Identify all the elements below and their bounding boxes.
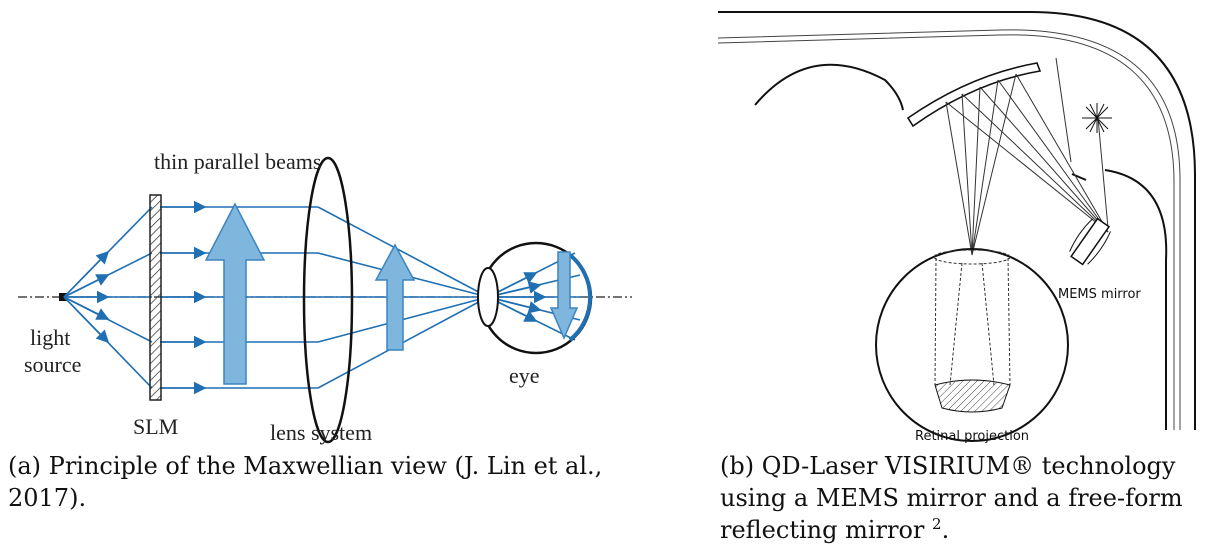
- frame-notch: [1071, 173, 1087, 181]
- projection-cone: [934, 257, 1011, 386]
- retinal-image: [934, 379, 1011, 413]
- glasses-frame-inner-2: [717, 34, 1175, 430]
- eye-lens: [477, 267, 499, 327]
- label-light: light: [30, 325, 70, 350]
- slm-plate: [149, 194, 162, 401]
- label-retinal-projection: Retinal projection: [915, 429, 1029, 444]
- projection-rays: [945, 73, 1109, 256]
- glasses-frame-inner-1: [717, 29, 1181, 430]
- eyeball: [875, 248, 1069, 442]
- free-form-mirror: [906, 62, 1042, 128]
- frame-edge: [1055, 57, 1072, 163]
- label-thin-parallel-beams: thin parallel beams: [154, 149, 321, 174]
- laser-star-icon: [1082, 103, 1112, 133]
- diverging-rays: [63, 206, 153, 389]
- label-slm: SLM: [133, 414, 178, 439]
- maxwellian-view-diagram: thin parallel beams light source SLM len…: [18, 149, 632, 445]
- retinal-image-arrow: [549, 251, 579, 340]
- caption-b-end: .: [941, 516, 950, 544]
- lens-system: [302, 156, 354, 444]
- laser-path: [1097, 117, 1109, 229]
- label-mems-mirror: MEMS mirror: [1058, 287, 1141, 302]
- visirium-diagram: MEMS mirror Retinal projection: [717, 11, 1196, 444]
- mems-mirror-device: [1069, 217, 1112, 266]
- label-source: source: [24, 352, 81, 377]
- retina: [568, 253, 593, 342]
- object-arrow: [204, 202, 266, 385]
- label-eye: eye: [509, 363, 540, 388]
- lens-arc-left: [754, 63, 904, 111]
- caption-b-text: (b) QD-Laser VISIRIUM® technology using …: [720, 452, 1183, 544]
- label-lens-system: lens system: [270, 420, 372, 445]
- glasses-frame-outer: [718, 11, 1196, 430]
- light-source: [59, 293, 67, 301]
- eye-pupil: [933, 249, 1011, 265]
- caption-a: (a) Principle of the Maxwellian view (J.…: [8, 452, 603, 512]
- caption-b: (b) QD-Laser VISIRIUM® technology using …: [720, 450, 1220, 546]
- temple-arm: [1104, 169, 1168, 430]
- intermediate-arrow: [374, 243, 416, 351]
- caption-b-footnote: 2: [932, 515, 942, 533]
